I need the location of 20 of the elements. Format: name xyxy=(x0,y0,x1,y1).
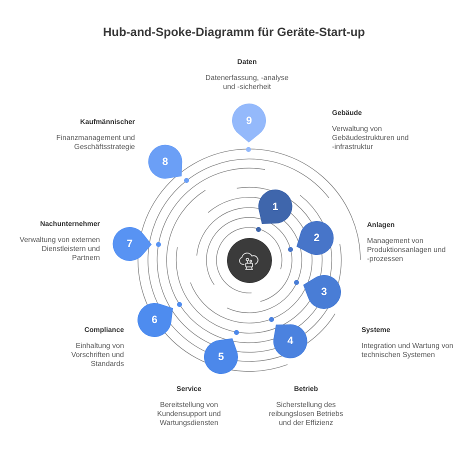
number-bubble xyxy=(204,338,238,374)
step-number: 9 xyxy=(246,114,252,126)
step-number: 1 xyxy=(272,200,278,212)
number-bubble xyxy=(112,227,152,261)
number-bubble xyxy=(148,144,183,179)
number-bubble xyxy=(137,303,174,337)
number-bubble xyxy=(273,324,308,359)
number-bubble xyxy=(232,103,266,143)
number-bubble xyxy=(296,221,334,255)
step-number: 5 xyxy=(218,351,224,363)
hub-circle xyxy=(226,238,272,283)
number-bubble xyxy=(303,275,341,309)
number-bubble xyxy=(258,189,293,224)
step-number: 4 xyxy=(287,335,294,348)
step-number: 8 xyxy=(162,156,168,168)
diagram-title: Hub-and-Spoke-Diagramm für Geräte-Start-up xyxy=(102,24,366,40)
step-number: 2 xyxy=(314,232,320,244)
step-number: 3 xyxy=(321,286,327,298)
step-number: 6 xyxy=(152,314,158,326)
step-number: 7 xyxy=(126,238,133,250)
